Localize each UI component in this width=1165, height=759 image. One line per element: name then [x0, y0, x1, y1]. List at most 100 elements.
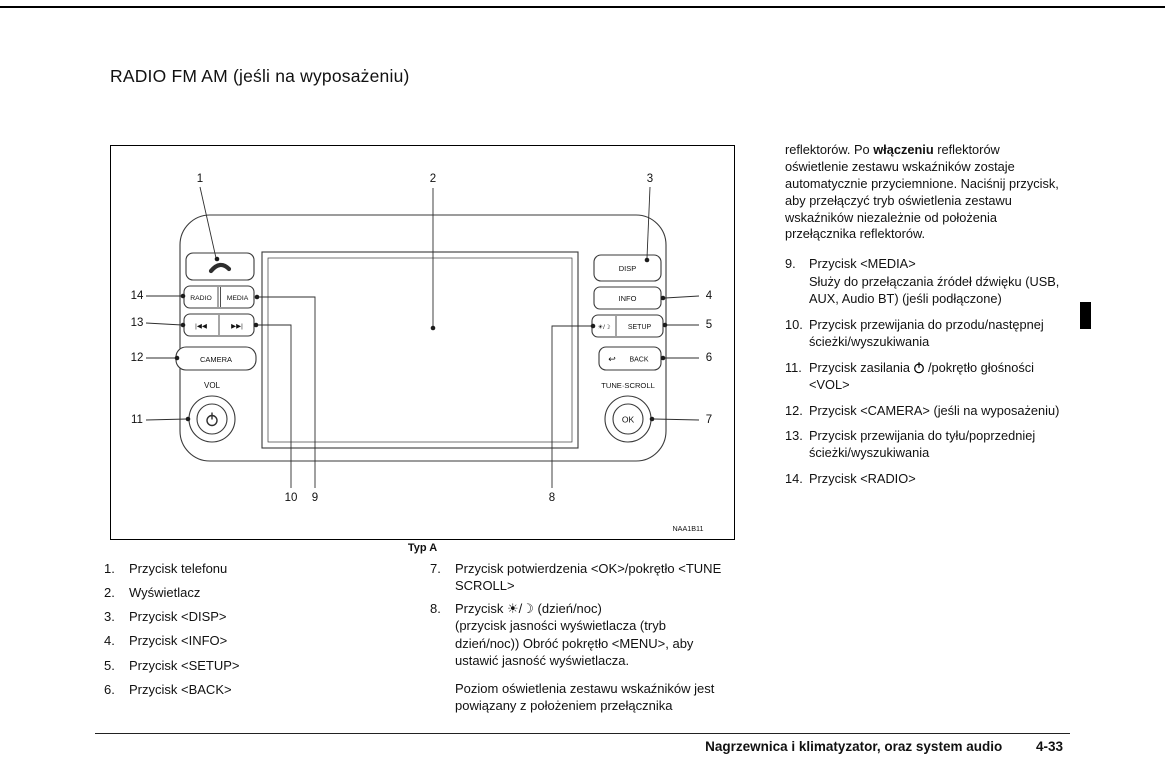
leader-dot-1 — [214, 256, 220, 262]
list-item-subtext: Służy do przełączania źródeł dźwięku (US… — [809, 274, 1060, 307]
legend-item-4: 4. Przycisk <INFO> — [104, 632, 404, 649]
callout-label-8: 8 — [549, 492, 555, 504]
leader-dot-12 — [174, 355, 180, 361]
callout-label-7: 7 — [706, 414, 712, 426]
callout-label-3: 3 — [647, 173, 653, 185]
radio-media-buttons: RADIO MEDIA — [183, 285, 255, 309]
info-button: INFO — [593, 286, 662, 310]
callout-label-9: 9 — [312, 492, 318, 504]
legend-item-2: 2. Wyświetlacz — [104, 584, 404, 601]
leader-line-3 — [646, 186, 651, 259]
leader-line-9 — [259, 296, 316, 488]
leader-dot-10 — [253, 322, 259, 328]
list-item-14: 14. Przycisk <RADIO> — [785, 471, 1065, 488]
list-item-12: 12. Przycisk <CAMERA> (jeśli na wyposaże… — [785, 403, 1065, 420]
disp-button-label: DISP — [619, 264, 637, 273]
callout-label-13: 13 — [131, 317, 144, 329]
list-item-10: 10. Przycisk przewijania do przodu/nastę… — [785, 317, 1065, 351]
list-item-text: Przycisk przewijania do tyłu/poprzedniej… — [809, 428, 1036, 461]
legend-item-8: 8. Przycisk ☀/☽ (dzień/noc) (przycisk ja… — [430, 600, 730, 669]
legend-item-5: 5. Przycisk <SETUP> — [104, 657, 404, 674]
legend-item-number: 1. — [104, 561, 115, 576]
power-icon — [206, 412, 218, 427]
callout-label-4: 4 — [706, 290, 713, 302]
leader-dot-2 — [430, 325, 436, 331]
intro-text-post: reflektorów oświetlenie zestawu wskaźnik… — [785, 142, 1059, 242]
callout-label-10: 10 — [285, 492, 298, 504]
setup-button-label: SETUP — [628, 324, 652, 331]
legend-note: Poziom oświetlenia zestawu wskaźników je… — [455, 680, 715, 714]
leader-dot-4 — [660, 295, 666, 301]
legend-item-text: Przycisk <SETUP> — [129, 657, 240, 673]
radio-button-label: RADIO — [190, 295, 212, 302]
phone-icon — [208, 262, 232, 274]
list-item-text: Przycisk <CAMERA> (jeśli na wyposażeniu) — [809, 402, 1060, 418]
tune-scroll-knob-inner — [612, 403, 644, 435]
camera-button-label: CAMERA — [200, 355, 232, 364]
back-button: ↩ BACK — [598, 346, 662, 371]
seek-back-icon: |◀◀ — [195, 323, 207, 330]
callout-label-6: 6 — [706, 352, 712, 364]
media-button-label: MEDIA — [227, 295, 249, 302]
legend-item-7: 7. Przycisk potwierdzenia <OK>/pokrętło … — [430, 560, 730, 594]
legend-item-text: Przycisk <INFO> — [129, 633, 228, 649]
back-arrow-icon: ↩ — [608, 354, 616, 364]
list-item-number: 13. — [785, 428, 803, 444]
tune-scroll-label: TUNE·SCROLL — [601, 381, 655, 390]
legend-item-text: Przycisk <DISP> — [129, 609, 227, 625]
list-item-text: Przycisk <RADIO> — [809, 471, 916, 487]
power-icon — [914, 361, 924, 374]
intro-text-pre: reflektorów. Po — [785, 142, 874, 157]
tune-scroll-knob: TUNE·SCROLL OK — [601, 381, 655, 443]
disp-button: DISP — [593, 254, 662, 282]
legend-item-number: 8. — [430, 601, 441, 617]
leader-dot-14 — [180, 293, 186, 299]
page-title: RADIO FM AM (jeśli na wyposażeniu) — [110, 66, 410, 86]
leader-lines — [145, 186, 700, 488]
leader-line-10 — [258, 324, 292, 488]
list-item-number: 14. — [785, 471, 803, 487]
leader-line-11 — [145, 418, 188, 421]
list-item-body: Przycisk zasilania/pokrętło głośności <V… — [809, 360, 1065, 394]
leader-dot-3 — [644, 257, 650, 263]
legend-item-body: Przycisk ☀/☽ (dzień/noc) (przycisk jasno… — [455, 600, 730, 669]
vol-label: VOL — [204, 381, 221, 390]
list-item-text-pre: Przycisk zasilania — [809, 359, 910, 375]
callout-label-5: 5 — [706, 319, 712, 331]
legend-middle: 7. Przycisk potwierdzenia <OK>/pokrętło … — [430, 560, 730, 714]
figure-code: NAA1B11 — [672, 524, 703, 533]
footer-page-number: 4-33 — [1035, 739, 1063, 754]
intro-paragraph: reflektorów. Po włączeniu reflektorów oś… — [785, 142, 1065, 243]
legend-item-number: 2. — [104, 585, 115, 601]
leader-line-1 — [199, 186, 217, 259]
phone-button — [185, 252, 255, 281]
legend-item-number: 7. — [430, 561, 441, 576]
day-night-setup-buttons: ☀/☽ SETUP — [591, 314, 664, 338]
legend-item-number: 5. — [104, 657, 115, 673]
legend-item-3: 3. Przycisk <DISP> — [104, 608, 404, 625]
callout-numbers: 1 2 3 4 5 6 7 8 9 10 11 12 13 14 — [131, 173, 713, 504]
list-item-text: Przycisk przewijania do przodu/następnej… — [809, 317, 1044, 349]
list-item-text-post: /pokrętło głośności <VOL> — [809, 359, 1034, 392]
list-item-11: 11. Przycisk zasilania/pokrętło głośnośc… — [785, 360, 1065, 394]
list-item-9: 9. Przycisk <MEDIA> Służy do przełączani… — [785, 256, 1065, 308]
right-column: reflektorów. Po włączeniu reflektorów oś… — [785, 142, 1065, 497]
callout-label-1: 1 — [197, 173, 203, 185]
callout-label-11: 11 — [131, 414, 143, 426]
footer-chapter: Nagrzewnica i klimatyzator, oraz system … — [705, 739, 1003, 754]
leader-line-8 — [551, 325, 592, 488]
legend-item-number: 4. — [104, 633, 115, 649]
ok-label: OK — [622, 415, 635, 425]
legend-item-text: Przycisk potwierdzenia <OK>/pokrętło <TU… — [455, 561, 722, 594]
list-item-text: Przycisk <MEDIA> — [809, 256, 916, 272]
display-inner — [267, 257, 573, 443]
leader-dot-7 — [649, 416, 655, 422]
leader-dot-6 — [660, 355, 666, 361]
footer-rule — [95, 733, 1070, 734]
callout-label-12: 12 — [131, 352, 144, 364]
seek-buttons: |◀◀ ▶▶| — [183, 313, 255, 337]
top-rule — [0, 6, 1165, 8]
list-item-number: 11. — [785, 359, 802, 375]
chapter-tab-marker — [1080, 302, 1091, 329]
leader-dot-13 — [180, 322, 186, 328]
